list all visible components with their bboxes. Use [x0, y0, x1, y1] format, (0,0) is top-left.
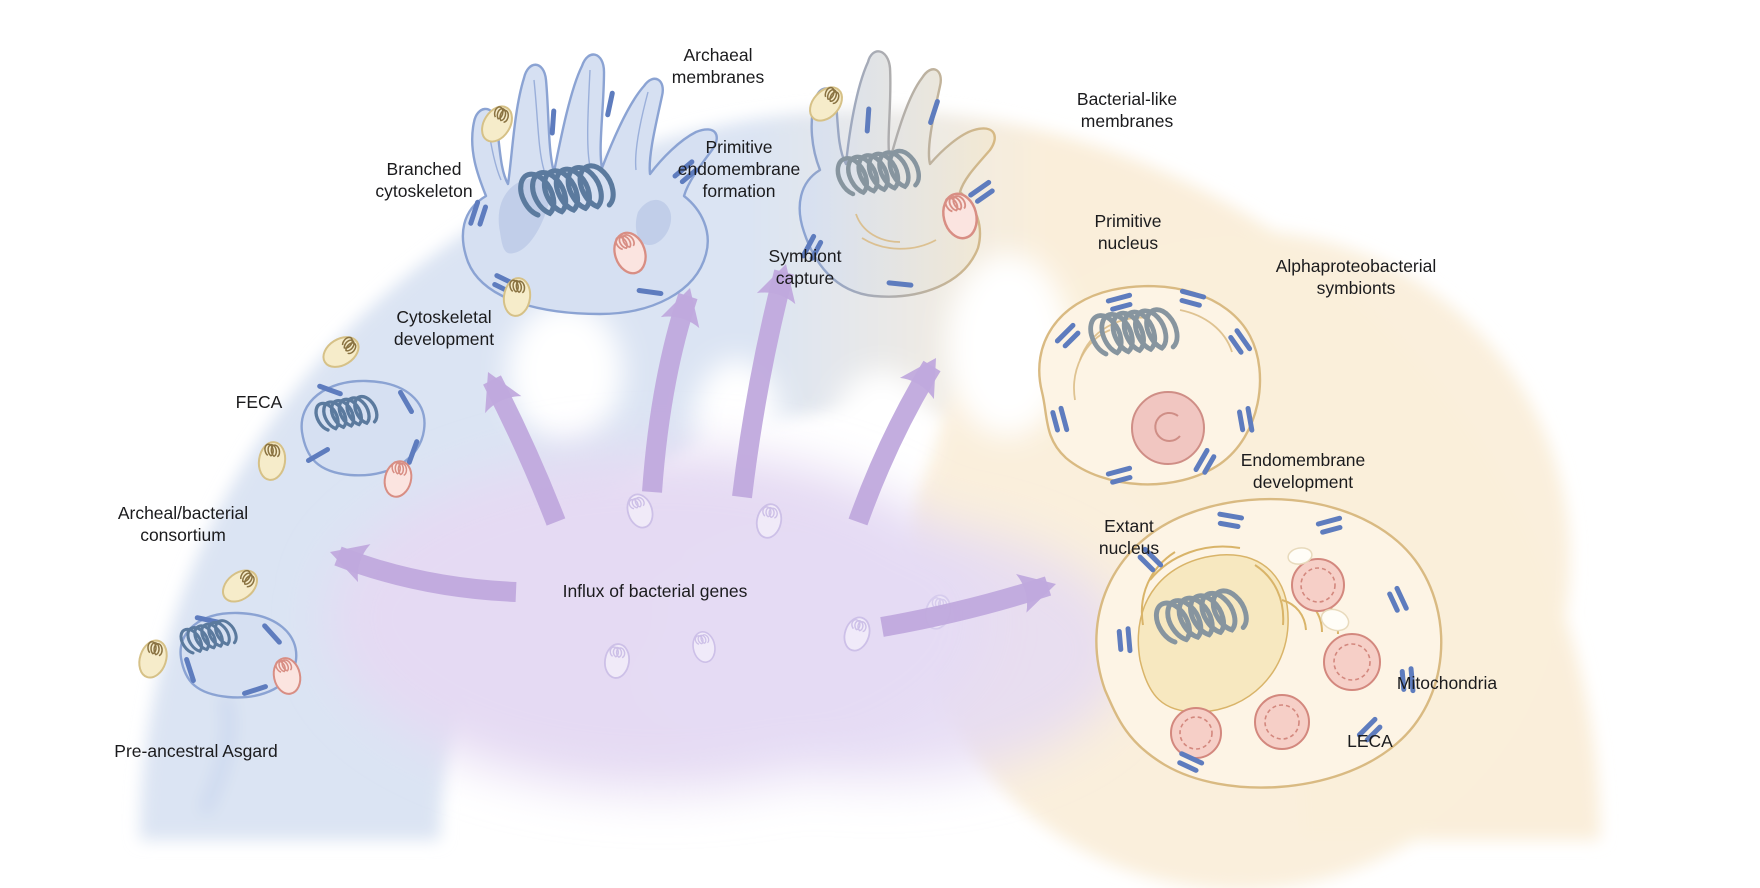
- nucleus-inner-line: [1154, 411, 1181, 442]
- label-mitochondria: Mitochondria: [1396, 673, 1498, 693]
- cloud-blob: [330, 500, 670, 720]
- label-primitive-endomembrane-formation: Primitive endomembrane formation: [677, 137, 801, 201]
- arrow-to-consortium: [323, 532, 517, 602]
- cloud-blob: [630, 520, 1130, 780]
- mitochondrion-icon: [1170, 707, 1222, 759]
- mitochondrion-icon: [1323, 633, 1381, 691]
- mitochondrion-icon: [1291, 558, 1345, 612]
- label-extant-nucleus: Extant nucleus: [1098, 516, 1160, 558]
- label-branched-cytoskeleton: Branched cytoskeleton: [375, 159, 473, 201]
- label-influx-of-bacterial-genes: Influx of bacterial genes: [562, 581, 748, 601]
- cytoskeleton-dash-icon: [889, 283, 911, 285]
- vacuole: [1320, 608, 1350, 632]
- filament-line: [586, 69, 591, 167]
- er-membrane-line: [1141, 551, 1176, 626]
- inner-membrane-line: [1079, 316, 1151, 361]
- arrow-to-extant-nucleus: [880, 564, 1062, 637]
- label-bacterial-like-membranes: Bacterial-like membranes: [1076, 89, 1178, 131]
- inner-membrane-line: [855, 213, 901, 243]
- er-membrane-line: [1149, 545, 1241, 581]
- label-endomembrane-development: Endomembrane development: [1240, 450, 1366, 492]
- cell-pre-ancestral-asgard: [133, 563, 305, 699]
- label-cytoskeletal-development: Cytoskeletal development: [393, 307, 495, 349]
- label-archaeal-membranes: Archaeal membranes: [671, 45, 765, 87]
- cytoskeleton-dash-icon: [639, 290, 661, 293]
- cytoskeleton-dash-icon: [608, 93, 613, 115]
- label-alphaproteobacterial-symbionts: Alphaproteobacterial symbionts: [1275, 256, 1437, 298]
- gene-influx-cloud: [330, 450, 1130, 790]
- gap: [946, 253, 1070, 437]
- filament-line: [634, 91, 649, 171]
- arrow-to-cytoskeletal-development: [469, 363, 566, 526]
- mitochondrion-icon: [1254, 694, 1310, 750]
- gene-influx-arrows: [323, 258, 1062, 637]
- cell-branched-cytoskeleton: [461, 53, 718, 319]
- gap: [507, 302, 623, 442]
- cell-leca: [1095, 497, 1443, 789]
- asgard-tail: [200, 694, 235, 814]
- cytoskeleton-dash-icon: [552, 111, 554, 133]
- inner-membrane-line: [1179, 309, 1233, 353]
- golgi-stack-line: [1281, 599, 1307, 631]
- label-pre-ancestral-asgard: Pre-ancestral Asgard: [114, 741, 278, 761]
- label-symbiont-capture: Symbiont capture: [768, 246, 842, 288]
- label-archeal-bacterial-consortium: Archeal/bacterial consortium: [117, 503, 249, 545]
- label-primitive-nucleus: Primitive nucleus: [1094, 211, 1162, 253]
- primitive-nucleus: [1131, 391, 1205, 465]
- label-leca: LECA: [1347, 731, 1393, 751]
- inner-membrane-line: [861, 237, 937, 250]
- er-membrane-line: [1254, 564, 1285, 626]
- arrow-to-branched-cytoskeleton: [642, 282, 710, 493]
- inner-cytoplasm-patch: [635, 199, 672, 246]
- cell-symbiont-capture: [798, 50, 995, 298]
- filament-line: [533, 79, 545, 171]
- vacuole: [1287, 547, 1313, 565]
- arrow-to-symbiont-capture: [848, 347, 953, 526]
- arrow-shaft: [732, 269, 794, 499]
- cytoskeleton-dash-icon: [867, 109, 869, 131]
- arrow-to-endomembrane-formation: [732, 258, 806, 499]
- label-feca: FECA: [235, 392, 283, 412]
- cell-primitive-nucleus: [1038, 284, 1262, 486]
- cell-feca: [255, 329, 426, 501]
